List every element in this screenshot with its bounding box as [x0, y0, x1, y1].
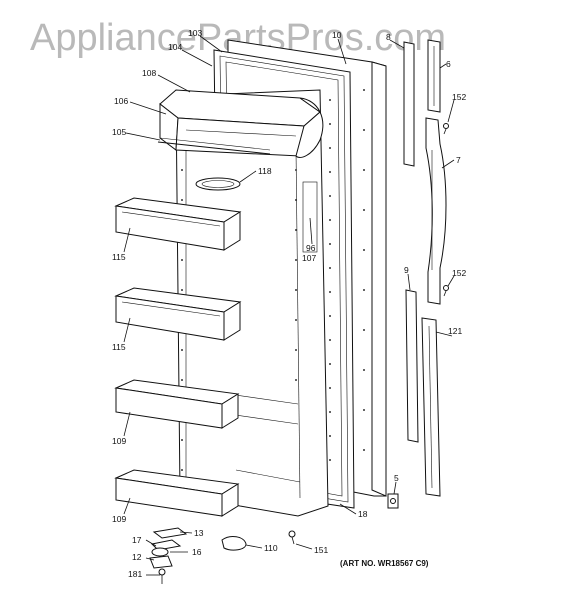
callout-104: 104	[168, 42, 182, 52]
leader-lines	[123, 35, 455, 576]
callout-5: 5	[394, 473, 399, 483]
handle-7	[425, 117, 447, 305]
callout-96: 96	[306, 243, 316, 253]
callout-labels: 103 104 108 106 105 118 115 115 109 109 …	[112, 28, 466, 579]
callout-107: 107	[302, 253, 316, 263]
callout-13: 13	[194, 528, 204, 538]
screw-152-lower	[443, 285, 449, 297]
callout-181: 181	[128, 569, 142, 579]
screw-151	[288, 530, 296, 545]
callout-108: 108	[142, 68, 156, 78]
trim-strip-8	[403, 41, 415, 167]
callout-10: 10	[332, 30, 342, 40]
callout-12: 12	[132, 552, 142, 562]
callout-17: 17	[132, 535, 142, 545]
callout-103: 103	[188, 28, 202, 38]
trim-strip-9	[405, 289, 419, 443]
callout-151: 151	[314, 545, 328, 555]
callout-118: 118	[258, 166, 272, 176]
door-bin-115-upper	[114, 197, 242, 251]
callout-121: 121	[448, 326, 462, 336]
screw-152-upper	[443, 123, 449, 135]
callout-115-lower: 115	[112, 342, 126, 352]
callout-106: 106	[114, 96, 128, 106]
door-bin-115-lower	[114, 287, 242, 341]
callout-115-upper: 115	[112, 252, 126, 262]
plug-5	[387, 493, 399, 509]
callout-16: 16	[192, 547, 202, 557]
door-bin-109-lower	[114, 469, 240, 517]
callout-152-upper: 152	[452, 92, 466, 102]
handle-cap-6	[427, 39, 441, 113]
callout-109-upper: 109	[112, 436, 126, 446]
egg-tray	[195, 177, 241, 191]
door-bin-109-upper	[114, 379, 240, 429]
art-number: (ART NO. WR18567 C9)	[340, 559, 429, 568]
callout-152-lower: 152	[452, 268, 466, 278]
callout-18: 18	[358, 509, 368, 519]
cover-110	[221, 536, 247, 551]
callout-9: 9	[404, 265, 409, 275]
dairy-compartment	[157, 89, 324, 158]
callout-109-lower: 109	[112, 514, 126, 524]
callout-7: 7	[456, 155, 461, 165]
callout-110: 110	[264, 543, 278, 553]
hinge-parts-group	[149, 527, 188, 584]
callout-6: 6	[446, 59, 451, 69]
callout-105: 105	[112, 127, 126, 137]
handle-strip-121	[421, 317, 441, 497]
callout-8: 8	[386, 32, 391, 42]
